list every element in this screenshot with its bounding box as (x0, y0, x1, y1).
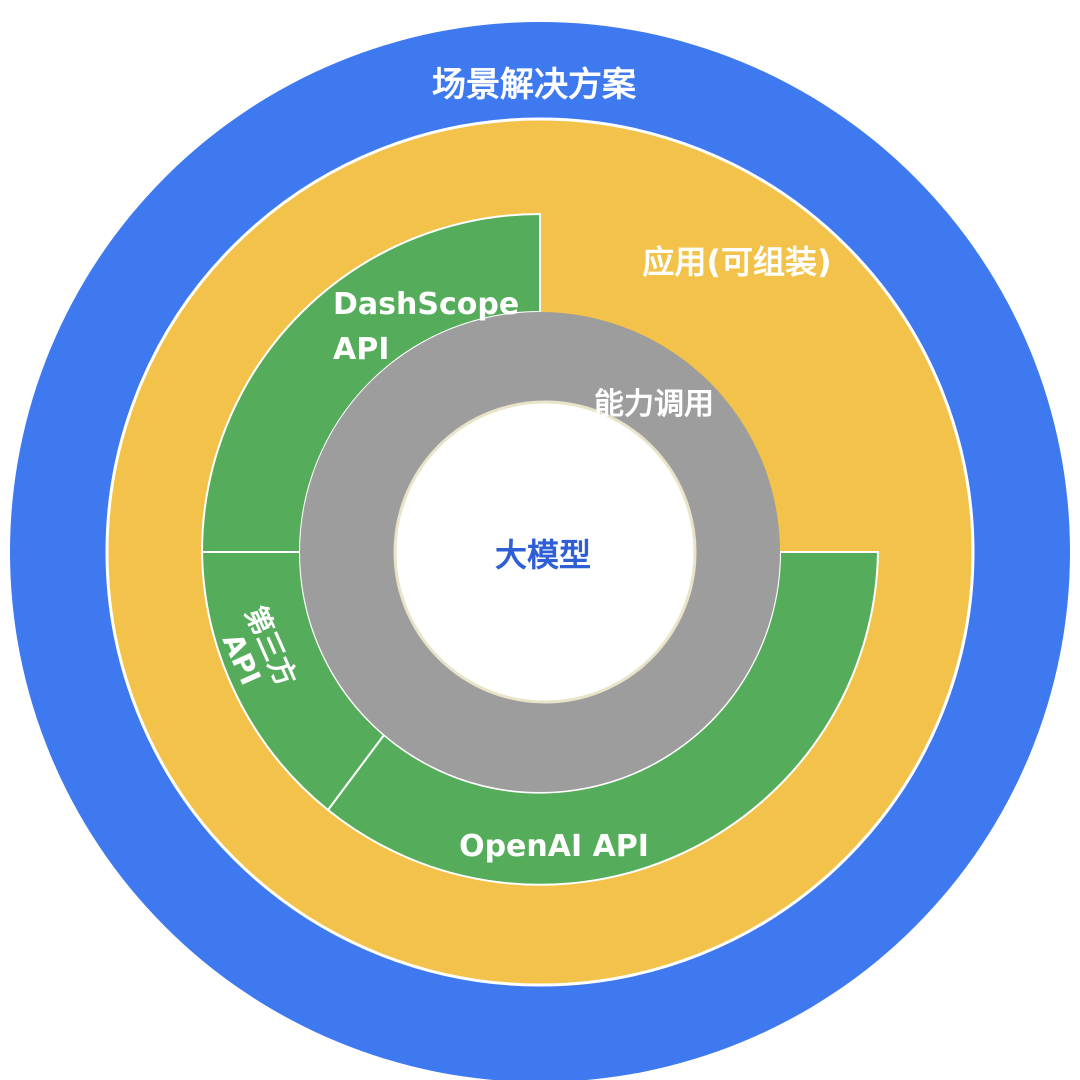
application-label: 应用(可组装) (642, 243, 831, 281)
capability-label: 能力调用 (594, 387, 714, 422)
openai-api-sector (326, 551, 880, 886)
openai-api-label: OpenAI API (459, 829, 649, 864)
dashscope-api-label-line1: DashScope (333, 287, 519, 322)
scene-solution-label: 场景解决方案 (432, 65, 637, 105)
core-model-circle (393, 400, 697, 704)
dashscope-api-label-line2: API (333, 332, 389, 367)
core-model-label: 大模型 (495, 536, 591, 574)
